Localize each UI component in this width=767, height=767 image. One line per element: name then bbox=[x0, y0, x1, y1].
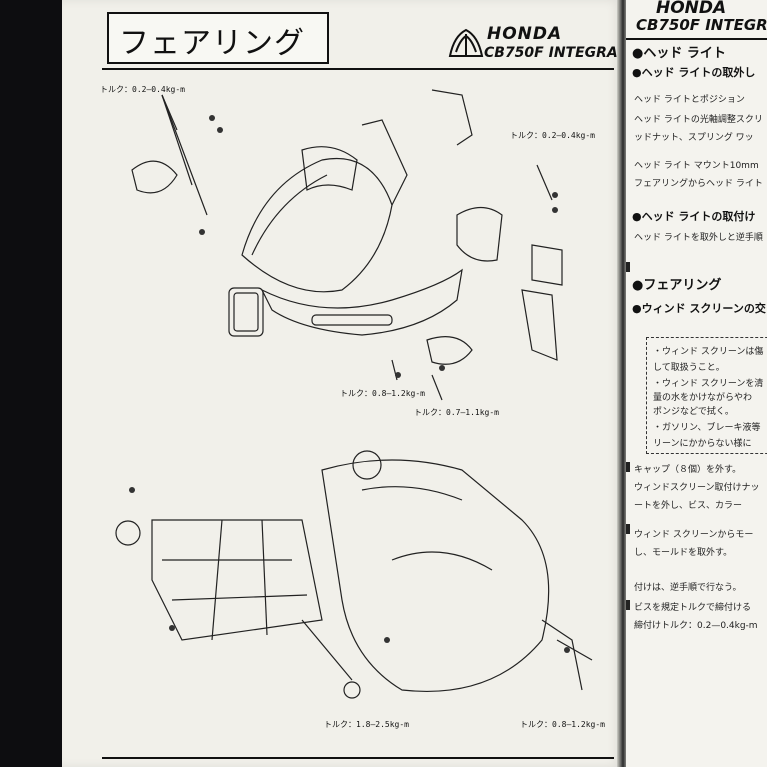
subsection-heading: ●ヘッド ライトの取付け bbox=[632, 210, 756, 223]
right-page: HONDA CB750F INTEGRA ●ヘッド ライト ●ヘッド ライトの取… bbox=[626, 0, 767, 767]
note-line: ・ウィンド スクリーンは傷 bbox=[653, 347, 764, 357]
body-line: 付けは、逆手順で行なう。 bbox=[634, 583, 742, 593]
note-line: 量の水をかけながらやわ bbox=[653, 393, 753, 403]
subsection-heading: ●ウィンド スクリーンの交 bbox=[632, 302, 766, 315]
body-line: ートを外し、ビス、カラー bbox=[634, 501, 743, 511]
body-line: し、モールドを取外す。 bbox=[634, 548, 733, 558]
model-name: CB750F INTEGRA bbox=[636, 16, 767, 34]
header-rule bbox=[626, 38, 767, 40]
subsection-heading: ●ヘッド ライトの取外し bbox=[632, 66, 756, 79]
body-line: ビスを規定トルクで締付ける bbox=[634, 603, 752, 613]
brand-name: HONDA bbox=[487, 24, 563, 44]
torque-label: トルク：0.8—1.2kg-m bbox=[520, 720, 605, 729]
note-line: リーンにかからない様に bbox=[653, 439, 752, 449]
body-line: ッドナット、スプリング ワッ bbox=[634, 133, 754, 143]
note-line: ・ウィンド スクリーンを清 bbox=[653, 379, 764, 389]
body-line: ウィンド スクリーンからモー bbox=[634, 530, 754, 540]
index-tab bbox=[626, 462, 630, 472]
note-line: ポンジなどで拭く。 bbox=[653, 407, 734, 417]
header-rule bbox=[102, 68, 614, 70]
torque-label: トルク：1.8—2.5kg-m bbox=[324, 720, 409, 729]
fairing-exploded-diagram bbox=[115, 89, 593, 699]
torque-label: トルク：0.2—0.4kg-m bbox=[510, 131, 595, 140]
body-line: ヘッド ライトを取外しと逆手順 bbox=[634, 233, 763, 243]
index-tab bbox=[626, 524, 630, 534]
honda-wing-logo-icon bbox=[448, 28, 484, 57]
body-line: フェアリングからヘッド ライト bbox=[634, 179, 763, 189]
model-name: CB750F INTEGRA bbox=[484, 45, 618, 61]
section-heading: ●ヘッド ライト bbox=[632, 46, 726, 61]
body-line: ヘッド ライトとポジション bbox=[634, 95, 745, 105]
body-line: ヘッド ライトの光軸調整スクリ bbox=[634, 115, 763, 125]
torque-label: トルク：0.7—1.1kg-m bbox=[414, 408, 499, 417]
caution-note-box: ・ウィンド スクリーンは傷 して取扱うこと。 ・ウィンド スクリーンを清 量の水… bbox=[646, 337, 767, 454]
body-line: ヘッド ライト マウント10mm bbox=[634, 161, 759, 171]
section-title: フェアリング bbox=[119, 26, 305, 61]
note-line: して取扱うこと。 bbox=[653, 363, 725, 373]
section-title-box: フェアリング bbox=[107, 12, 329, 64]
body-line: ウィンドスクリーン取付けナッ bbox=[634, 483, 760, 493]
note-line: ・ガソリン、ブレーキ液等 bbox=[653, 423, 761, 433]
index-tab bbox=[626, 600, 630, 610]
torque-label: トルク：0.2—0.4kg-m bbox=[100, 85, 185, 94]
brand-name: HONDA bbox=[656, 0, 727, 18]
footer-rule bbox=[102, 757, 614, 759]
index-tab bbox=[626, 262, 630, 272]
left-page: フェアリング HONDA CB750F INTEGRA bbox=[62, 0, 622, 767]
section-heading: ●フェアリング bbox=[632, 278, 722, 293]
body-line: 締付けトルク：0.2—0.4kg-m bbox=[634, 621, 758, 631]
body-line: キャップ（８個）を外す。 bbox=[634, 465, 742, 475]
torque-label: トルク：0.8—1.2kg-m bbox=[340, 389, 425, 398]
